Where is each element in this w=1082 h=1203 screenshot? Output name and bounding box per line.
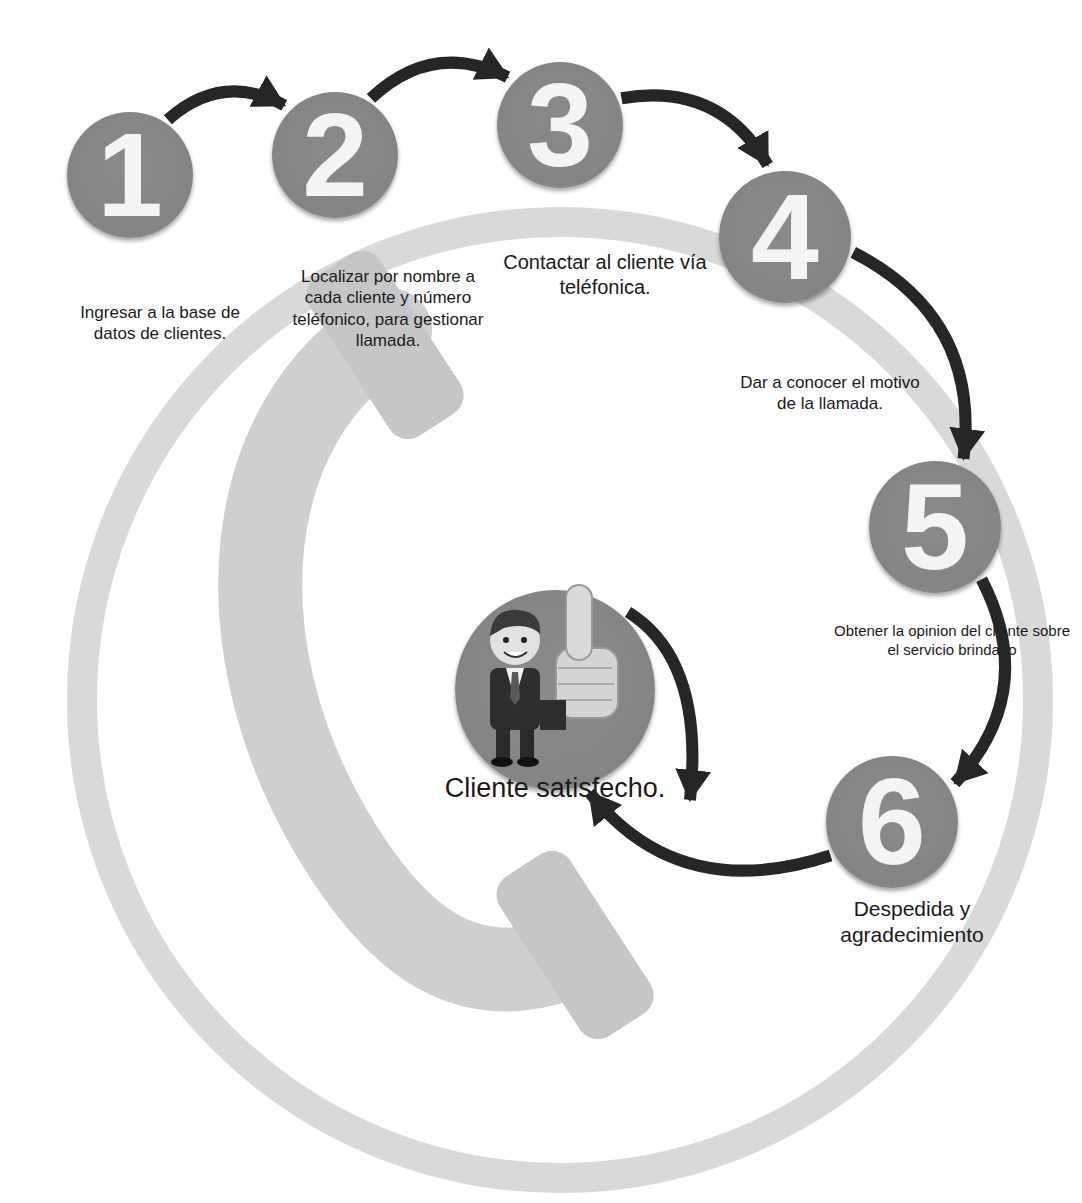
- step-number: 2: [302, 96, 368, 214]
- step-number: 5: [901, 466, 969, 588]
- step-node: 2Localizar por nombre a cada cliente y n…: [272, 92, 398, 218]
- step-circle: 6: [826, 756, 958, 888]
- handset-mouthpiece: [488, 842, 662, 1047]
- step-label: Contactar al cliente vía teléfonica.: [485, 250, 725, 300]
- step-number: 6: [858, 761, 926, 883]
- step-label: Cliente satisfecho.: [395, 772, 715, 806]
- step-node: 5Obtener la opinion del cliente sobre el…: [869, 461, 1001, 593]
- satisfied-man: [490, 610, 540, 767]
- step-node: 3Contactar al cliente vía teléfonica.: [497, 62, 623, 188]
- step-number: 1: [97, 116, 163, 234]
- step-label: Obtener la opinion del cliente sobre el …: [827, 622, 1077, 660]
- step-label: Despedida y agradecimiento: [827, 896, 997, 949]
- step-circle: 3: [497, 62, 623, 188]
- step-number: 4: [751, 176, 819, 298]
- flow-arrow: [371, 63, 508, 99]
- flow-arrow: [955, 579, 1005, 783]
- step-node: 6Despedida y agradecimiento: [826, 756, 958, 888]
- step-circle: 1: [67, 112, 193, 238]
- result-node: Cliente satisfecho.: [455, 590, 655, 790]
- flow-arrow: [853, 252, 965, 458]
- step-label: Localizar por nombre a cada cliente y nú…: [283, 266, 493, 351]
- flow-arrow: [621, 95, 767, 165]
- step-node: 4Dar a conocer el motivo de la llamada.: [719, 171, 851, 303]
- decorative-arrow: [628, 612, 692, 800]
- flow-arrow: [168, 91, 284, 119]
- thumbs-up-hand: [540, 585, 618, 730]
- background-ring: [82, 222, 1038, 1178]
- step-circle: 4: [719, 171, 851, 303]
- step-circle: [455, 590, 655, 790]
- flow-arrow: [589, 792, 830, 870]
- step-label: Ingresar a la base de datos de clientes.: [60, 302, 260, 345]
- step-label: Dar a conocer el motivo de la llamada.: [730, 372, 930, 415]
- step-node: 1Ingresar a la base de datos de clientes…: [67, 112, 193, 238]
- step-number: 3: [527, 66, 593, 184]
- step-circle: 5: [869, 461, 1001, 593]
- step-circle: 2: [272, 92, 398, 218]
